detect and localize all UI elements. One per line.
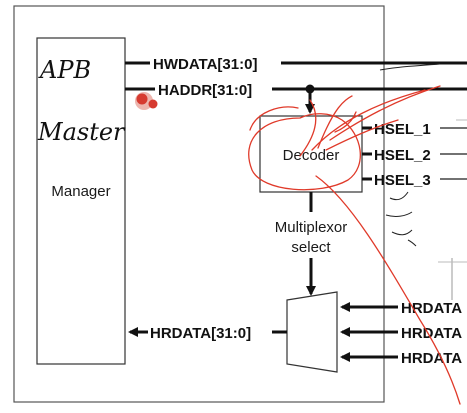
mux-select-label-2: select [291,239,331,256]
handwritten-master: Master [37,118,126,146]
pen-stroke-long [315,175,461,405]
multiplexor [286,291,338,373]
pen-stroke-2 [329,85,441,141]
hsel3-label: HSEL_3 [374,172,431,189]
decoder-circle-scribble [248,113,361,191]
pen-stroke-4 [325,119,399,151]
pen-stroke-3 [334,111,357,133]
mux-select-label-1: Multiplexor [275,219,348,236]
pen-stroke-5 [317,95,353,149]
pen-stroke-1 [311,89,426,151]
slave-box-edges [438,119,467,300]
hrdata-out-label: HRDATA[31:0] [150,325,251,342]
pen-stroke-6 [299,99,317,157]
haddr-label: HADDR[31:0] [158,82,252,99]
pointer-dot-2 [148,99,158,109]
hrdata-in-3-label: HRDATA [401,350,462,367]
handwritten-apb: APB [38,56,91,84]
hsel2-label: HSEL_2 [374,147,431,164]
manager-label: Manager [51,183,110,200]
pointer-dot-1 [136,93,148,105]
hsel1-label: HSEL_1 [374,121,431,138]
red-annotations [248,85,461,405]
manager-box [36,37,126,365]
hwdata-label: HWDATA[31:0] [153,56,257,73]
decoder-box [259,115,363,193]
circle-tail-scribble [249,106,299,131]
hrdata-in-2-label: HRDATA [401,325,462,342]
black-pen-marks [379,63,441,247]
outer-frame [13,5,385,403]
decoder-label: Decoder [283,147,340,164]
